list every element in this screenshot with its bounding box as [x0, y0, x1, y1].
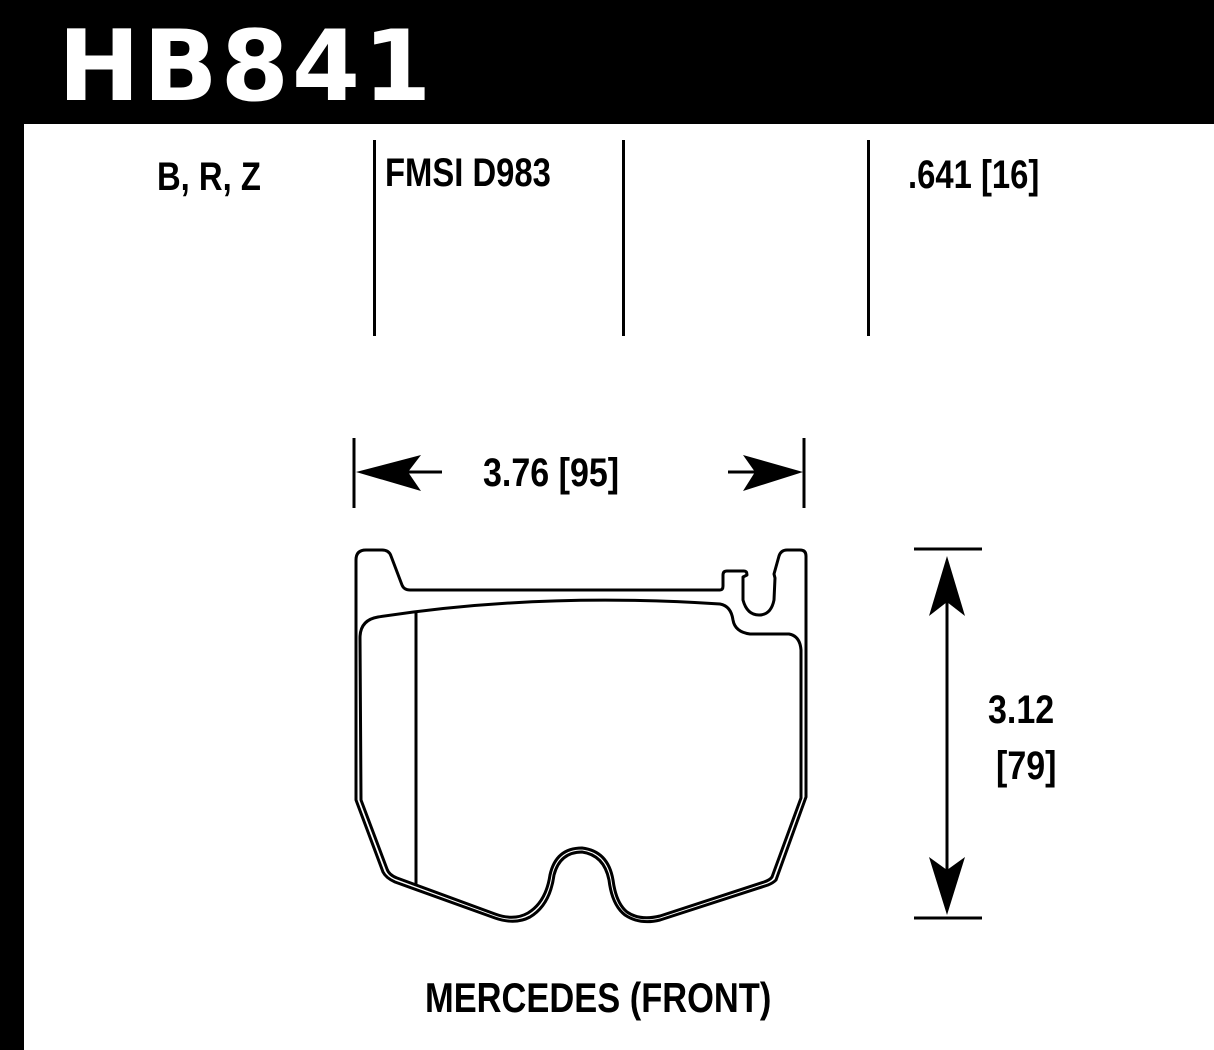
part-number: HB841	[58, 10, 435, 124]
height-dimension-arrows	[914, 547, 982, 920]
friction-material-outline	[358, 598, 803, 920]
pad-thickness: .641 [16]	[908, 153, 1040, 197]
compound-codes: B, R, Z	[157, 155, 261, 199]
vehicle-application: MERCEDES (FRONT)	[425, 974, 772, 1021]
column-divider-3	[867, 140, 870, 336]
column-divider-2	[622, 140, 625, 336]
width-dimension-arrows	[352, 438, 806, 508]
height-dimension-mm: [79]	[996, 744, 1057, 788]
column-divider-1	[373, 140, 376, 336]
width-dimension-label: 3.76 [95]	[483, 451, 620, 495]
fmsi-number: FMSI D983	[385, 151, 551, 195]
height-dimension-inches: 3.12	[988, 688, 1055, 732]
drawing-panel	[24, 124, 1214, 1050]
backing-plate-outline	[354, 548, 808, 924]
header-bar	[0, 0, 1214, 124]
left-frame-bar	[0, 0, 24, 1050]
